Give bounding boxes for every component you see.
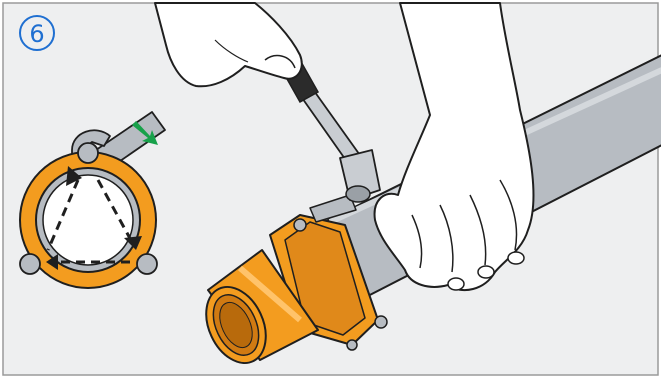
bolt-top <box>78 143 98 163</box>
bolt-right <box>137 254 157 274</box>
bolt-left <box>20 254 40 274</box>
step-number: 6 <box>29 20 44 48</box>
